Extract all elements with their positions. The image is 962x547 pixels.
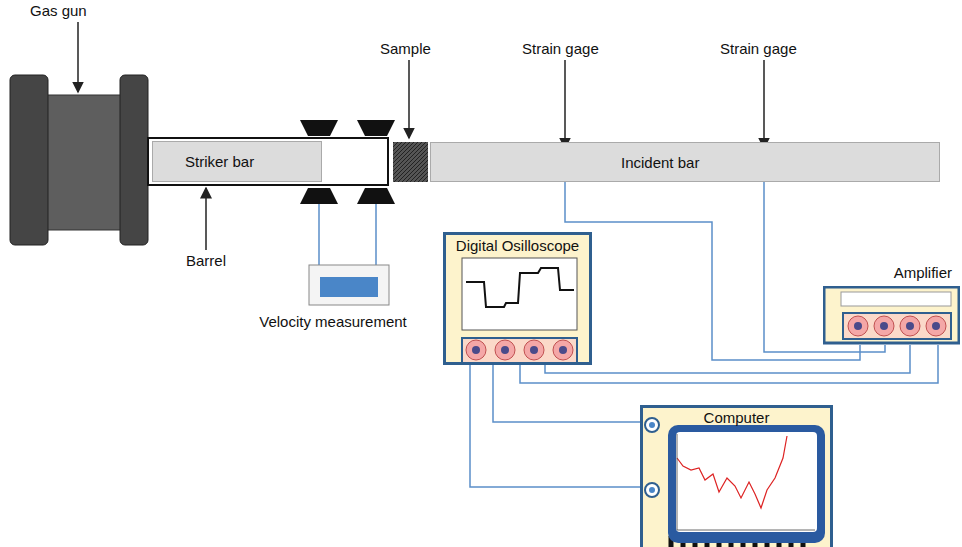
panel-graphic xyxy=(823,286,960,346)
panel-graphic xyxy=(308,264,398,310)
barrel xyxy=(148,138,388,185)
signal-wire xyxy=(545,345,910,373)
signal-wire xyxy=(493,365,640,422)
oscilloscope-panel: Digital Osilloscope xyxy=(443,232,592,365)
amplifier-panel: Amplifier xyxy=(823,264,962,345)
signal-wire xyxy=(470,365,640,487)
node-text: Velocity measurement xyxy=(238,313,428,330)
node-text: Digital Osilloscope xyxy=(446,237,589,254)
gas-gun xyxy=(10,75,148,245)
panel-graphic xyxy=(643,408,828,547)
part-label: Gas gun xyxy=(28,2,89,19)
node-text: Computer xyxy=(643,409,830,426)
part-label: Strain gage xyxy=(718,40,799,57)
part-label: Sample xyxy=(378,40,433,57)
sensor-wire xyxy=(319,204,376,268)
part-label: Strain gage xyxy=(520,40,601,57)
computer-panel: Computer xyxy=(640,405,833,547)
panel-graphic xyxy=(446,235,586,365)
leader-arrow xyxy=(78,22,764,250)
sample xyxy=(393,142,428,182)
striker-bar: Striker bar xyxy=(152,141,322,182)
velocity-box: Velocity measurement xyxy=(238,264,428,332)
node-text: Incident bar xyxy=(621,154,699,171)
node-text: Striker bar xyxy=(185,153,254,170)
incident-bar: Incident bar xyxy=(430,142,940,182)
node-text: Amplifier xyxy=(823,264,962,281)
part-label: Barrel xyxy=(184,252,228,269)
